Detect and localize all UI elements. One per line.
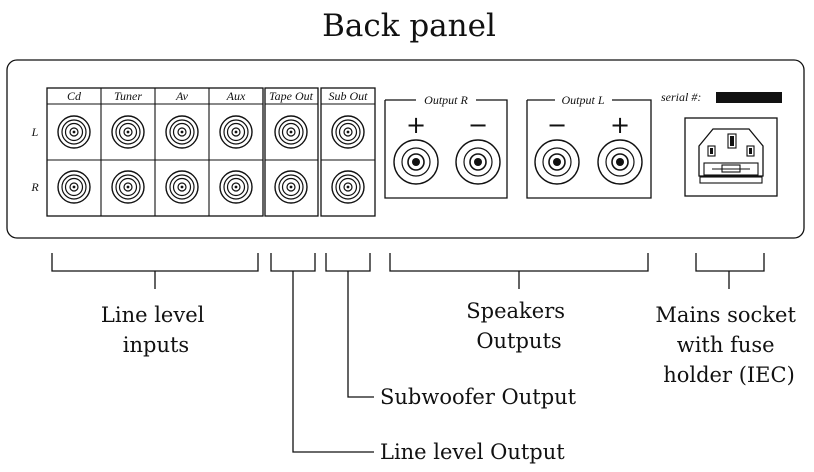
column-header-aux: Aux <box>226 89 246 103</box>
plus-sign-left: + <box>610 111 630 139</box>
binding-post-right-plus <box>393 139 439 185</box>
row-label-right: R <box>30 180 39 194</box>
rca-jack-av-left <box>165 115 199 149</box>
rca-jack-tuner-left <box>111 115 145 149</box>
speaker-output-left: Output L − + <box>526 93 652 199</box>
serial-label: serial #: <box>661 90 701 104</box>
rca-jacks <box>57 115 365 204</box>
minus-sign-right: − <box>468 111 488 139</box>
rca-jack-tape-out-right <box>274 170 308 204</box>
serial-redaction-bar <box>716 92 782 103</box>
speaker-left-label: Output L <box>561 93 604 107</box>
tape-out-frame <box>264 87 319 217</box>
binding-posts <box>393 139 643 185</box>
rca-jack-aux-left <box>219 115 253 149</box>
column-header-sub-out: Sub Out <box>329 89 369 103</box>
diagram-title: Back panel <box>322 8 496 44</box>
sub-out-frame <box>320 87 376 217</box>
rca-jack-sub-out-left <box>331 115 365 149</box>
subwoofer-output-label: Subwoofer Output <box>380 385 577 409</box>
column-header-av: Av <box>175 89 189 103</box>
rca-grid <box>46 87 376 217</box>
minus-sign-left: − <box>547 111 567 139</box>
rca-jack-av-right <box>165 170 199 204</box>
line-level-output-label: Line level Output <box>380 440 565 464</box>
rca-jack-cd-right <box>57 170 91 204</box>
rca-jack-aux-right <box>219 170 253 204</box>
rca-jack-tuner-right <box>111 170 145 204</box>
speaker-right-label: Output R <box>424 93 468 107</box>
line-level-inputs-label: Line level inputs <box>101 303 211 357</box>
rca-jack-cd-left <box>57 115 91 149</box>
callout-brackets <box>51 253 765 453</box>
rca-jack-tape-out-left <box>274 115 308 149</box>
speakers-outputs-label: Speakers Outputs <box>466 299 571 353</box>
rca-jack-sub-out-right <box>331 170 365 204</box>
row-label-left: L <box>31 125 39 139</box>
column-header-tuner: Tuner <box>114 89 142 103</box>
binding-post-right-minus <box>455 139 501 185</box>
mains-socket-label: Mains socket with fuse holder (IEC) <box>655 303 802 387</box>
speaker-output-right: Output R + − <box>384 93 508 199</box>
column-header-tape-out: Tape Out <box>269 89 314 103</box>
column-header-cd: Cd <box>67 89 82 103</box>
binding-post-left-plus <box>597 139 643 185</box>
iec-mains-socket <box>684 117 778 197</box>
plus-sign-right: + <box>406 111 426 139</box>
binding-post-left-minus <box>534 139 580 185</box>
